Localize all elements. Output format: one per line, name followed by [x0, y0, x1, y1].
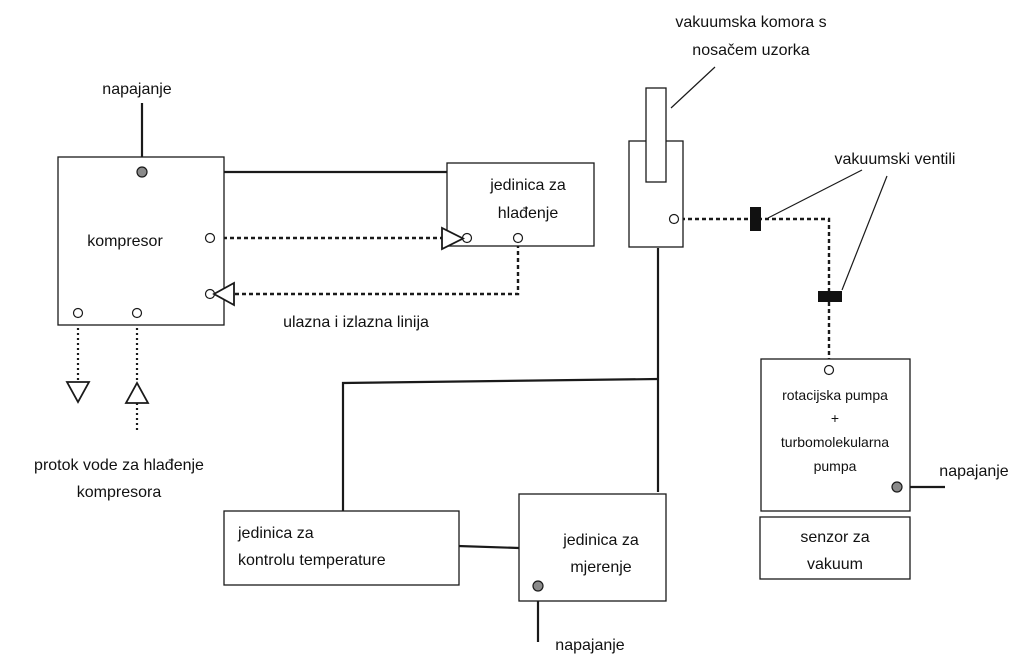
compressor-power-plug	[136, 166, 148, 178]
valve-leader-line-2	[841, 175, 888, 291]
in-out-line-label: ulazna i izlazna linija	[283, 314, 429, 331]
pump-power-plug	[891, 481, 903, 493]
temp-control-label-line2: kontrolu temperature	[238, 552, 386, 569]
cooling-unit-box	[446, 162, 595, 247]
cooling-unit-label-line2: hlađenje	[498, 205, 559, 222]
water-flow-label-line1: protok vode za hlađenje	[34, 457, 204, 474]
vacuum-sensor-label-line1: senzor za	[800, 529, 869, 546]
compressor-water-port-1	[72, 307, 84, 319]
sample-holder-rod	[645, 87, 667, 183]
measure-power-plug	[532, 580, 544, 592]
coolant-return-arrow-icon	[212, 281, 235, 307]
pump-label-line1: rotacijska pumpa	[782, 387, 888, 403]
pump-label-line2: turbomolekularna	[781, 434, 889, 450]
compressor-label: kompresor	[87, 233, 163, 250]
water-flow-label-line2: kompresora	[77, 484, 162, 501]
chamber-label-line1: vakuumska komora s	[675, 14, 826, 31]
temp-measure-wire	[457, 544, 520, 550]
cooling-out-port	[512, 232, 524, 244]
compressor-power-label: napajanje	[102, 81, 172, 98]
compressor-out-port	[204, 232, 216, 244]
compressor-box	[57, 156, 225, 326]
temp-control-label-line1: jedinica za	[237, 525, 314, 542]
vacuum-valve-1	[750, 207, 761, 231]
vacuum-chamber-box	[628, 140, 684, 248]
pump-label-plus: +	[831, 410, 839, 426]
compressor-water-port-2	[131, 307, 143, 319]
pump-power-label: napajanje	[939, 463, 1009, 480]
temperature-control-wire	[341, 377, 659, 512]
chamber-vacuum-port	[668, 213, 680, 225]
vacuum-sensor-label-line2: vakuum	[807, 556, 863, 573]
vacuum-sensor-box	[759, 516, 911, 580]
chamber-leader-line	[670, 66, 716, 109]
pump-vacuum-port	[823, 364, 835, 376]
water-out-arrow-icon	[65, 381, 91, 404]
measure-power-label: napajanje	[555, 637, 625, 654]
valve-leader-line-1	[767, 169, 863, 219]
pump-label-line3: pumpa	[814, 458, 857, 474]
measurement-unit-box	[518, 493, 667, 602]
vacuum-valve-2	[818, 291, 842, 302]
valves-label: vakuumski ventili	[835, 151, 956, 168]
cooling-unit-label-line1: jedinica za	[489, 177, 566, 194]
temperature-control-box	[223, 510, 460, 586]
measure-label-line2: mjerenje	[570, 559, 631, 576]
chamber-label-line2: nosačem uzorka	[692, 42, 809, 59]
vacuum-line	[681, 217, 831, 368]
coolant-in-arrow-icon	[441, 226, 466, 251]
coolant-return-line	[234, 244, 520, 296]
water-in-arrow-icon	[124, 381, 150, 404]
measure-label-line1: jedinica za	[562, 532, 639, 549]
pump-box	[760, 358, 911, 512]
